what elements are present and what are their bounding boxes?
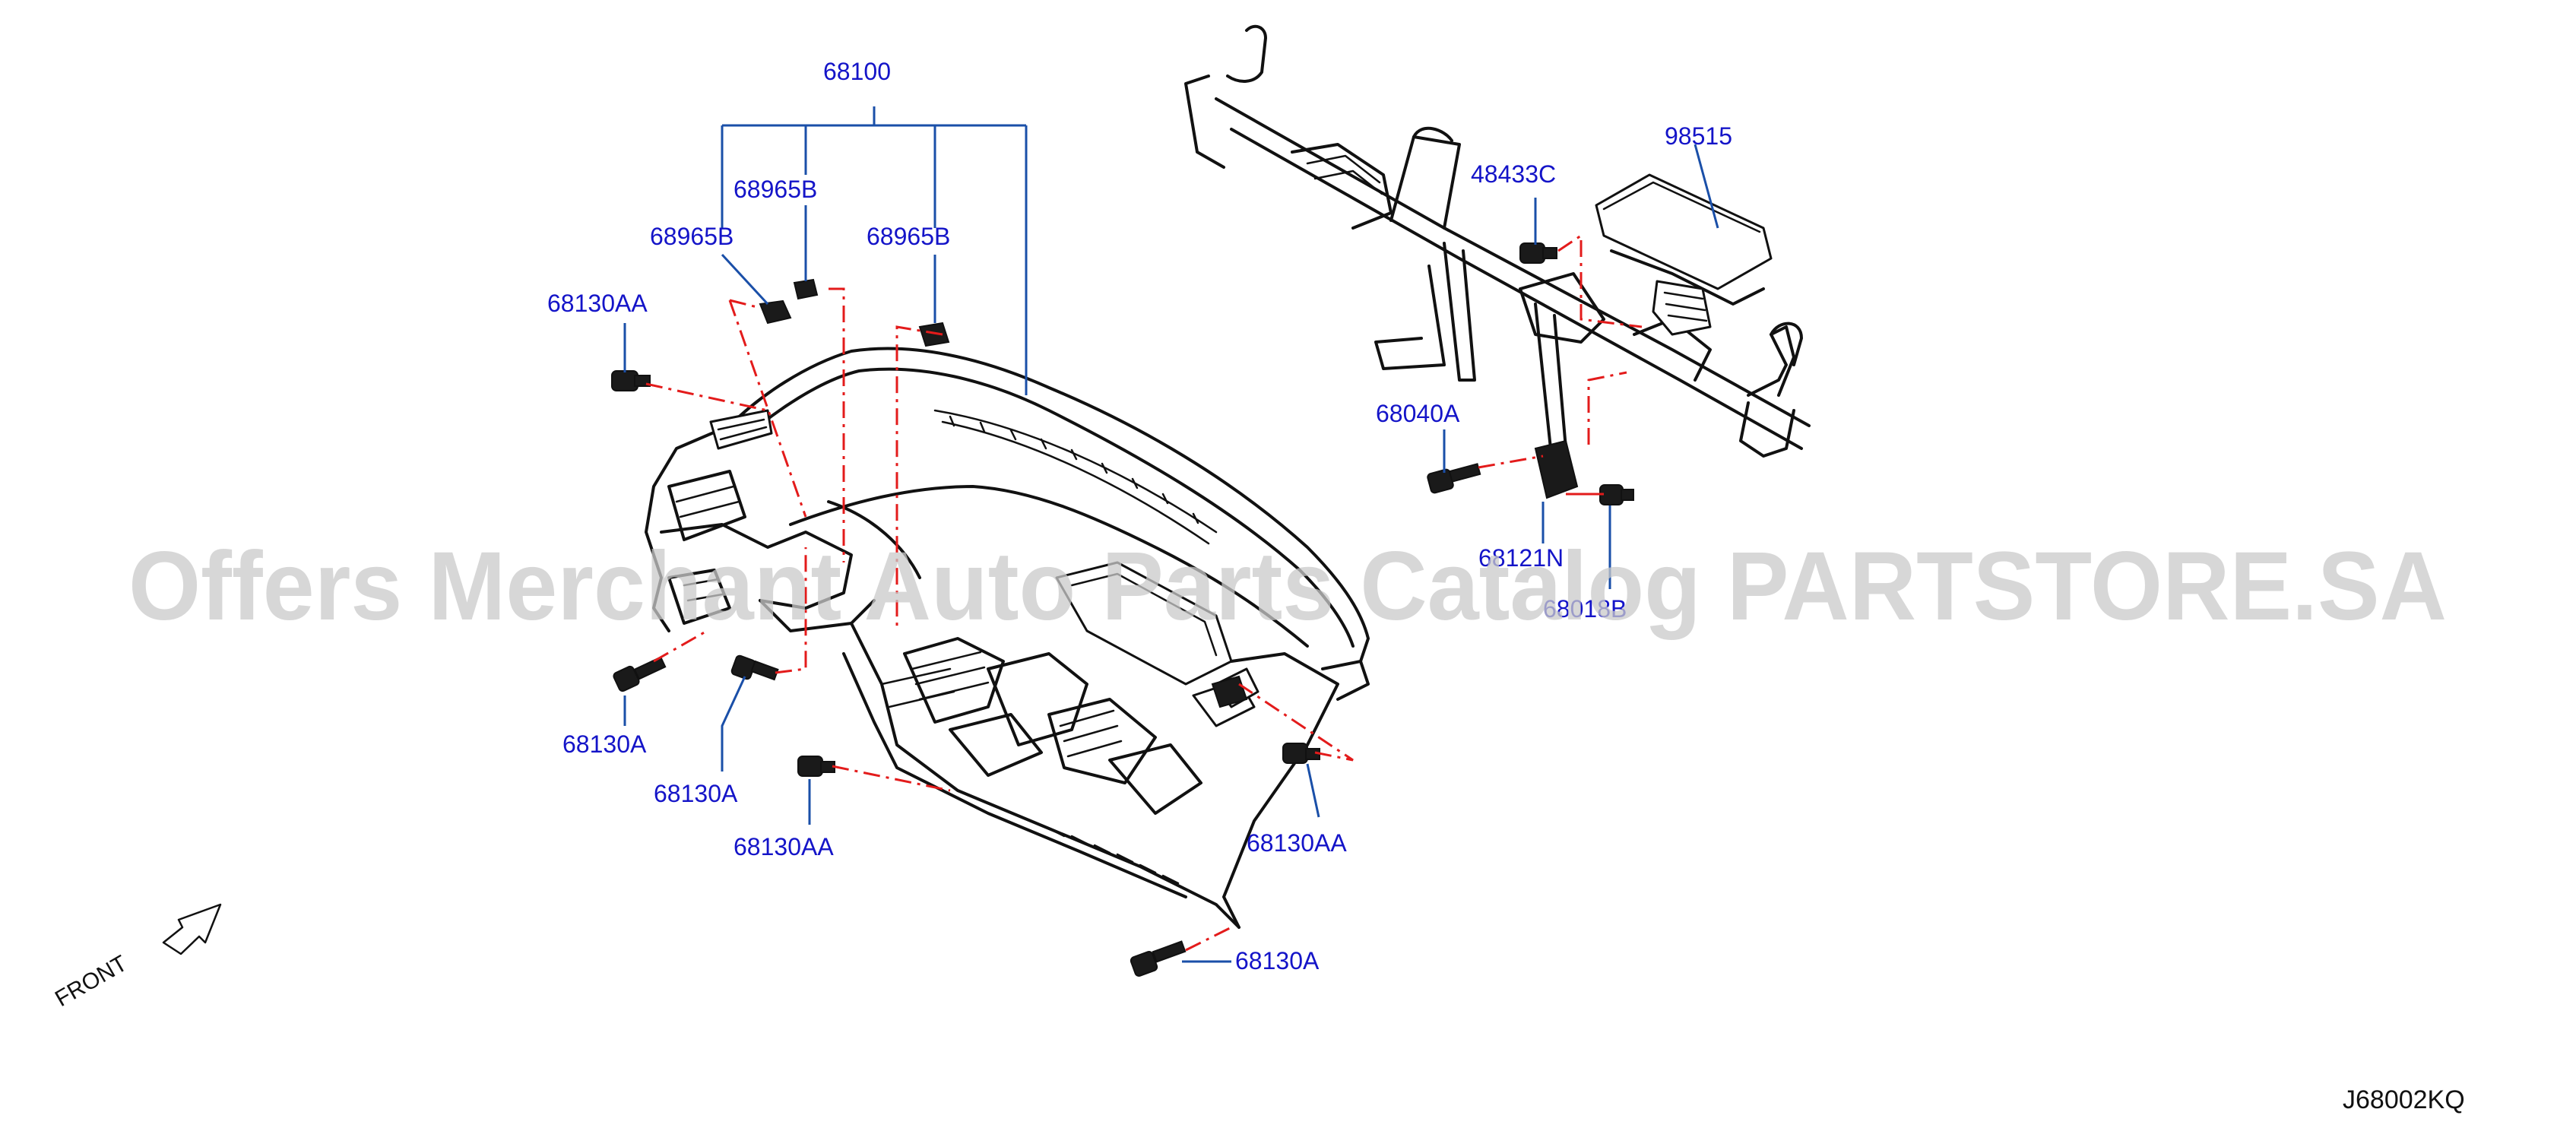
front-arrow-icon [162, 903, 222, 955]
fasteners [611, 242, 1634, 977]
bolt-48433c [1519, 242, 1557, 264]
label-68121n: 68121N [1478, 544, 1564, 572]
bolt-68018b [1599, 484, 1634, 505]
airbag-module-drawing [1595, 173, 1773, 336]
label-68100: 68100 [823, 58, 891, 85]
bracket-68121n [1534, 439, 1579, 499]
leader-lines [623, 106, 1719, 963]
bolt-68130a-mid [730, 654, 779, 681]
label-68965b-right: 68965B [867, 223, 950, 250]
bolt-68130aa-right [1282, 743, 1320, 764]
label-98515: 98515 [1665, 122, 1732, 150]
label-68018b: 68018B [1543, 595, 1627, 623]
bolt-68130aa-topleft [611, 370, 651, 391]
label-48433c: 48433C [1471, 160, 1556, 188]
label-68965b-left: 68965B [650, 223, 734, 250]
label-68130aa-bottom: 68130AA [734, 833, 834, 860]
label-68965b-center: 68965B [734, 176, 817, 203]
label-68130a-left: 68130A [562, 730, 647, 758]
front-label: FRONT [51, 951, 131, 1012]
connection-lines [645, 233, 1643, 952]
clip-68965b-center [793, 278, 819, 300]
clip-68965b-right [918, 322, 950, 347]
bracket-right [1211, 675, 1248, 708]
bolt-68130a-left [613, 656, 667, 692]
label-68130a-bottom: 68130A [1235, 947, 1320, 974]
bolt-68130aa-bottom [797, 756, 835, 777]
diagram-code: J68002KQ [2343, 1085, 2465, 1114]
part-labels: 68100 68965B 68965B 68965B 68130AA 68130… [547, 58, 1732, 974]
label-68130aa-right: 68130AA [1247, 829, 1347, 857]
bolt-68130a-bottom [1130, 940, 1187, 977]
clip-68965b-left [759, 299, 792, 325]
bolt-68040a [1427, 463, 1481, 494]
label-68130aa-topleft: 68130AA [547, 290, 648, 317]
label-68130a-mid: 68130A [654, 780, 738, 807]
label-68040a: 68040A [1376, 400, 1460, 427]
watermark: Offers Merchant Auto Parts Catalog PARTS… [128, 532, 2447, 641]
steering-member-drawing [1184, 24, 1811, 458]
